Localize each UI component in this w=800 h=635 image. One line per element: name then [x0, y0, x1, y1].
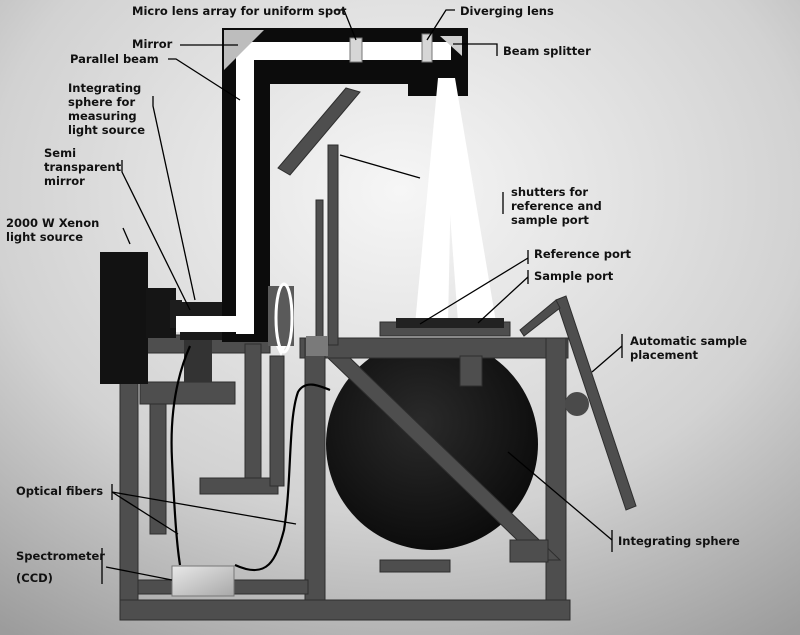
label-line: Spectrometer	[16, 549, 105, 563]
label-line: 2000 W Xenon	[6, 216, 99, 230]
label-line: reference and	[511, 199, 602, 213]
diverging-lens	[421, 33, 433, 63]
shutter-mechanism	[268, 282, 328, 356]
label-semi-transparent-mirror: Semi transparent mirror	[44, 146, 125, 188]
label-line: Integrating	[68, 81, 141, 95]
label-sample-port: Sample port	[534, 269, 614, 283]
xenon-lamp	[100, 252, 182, 384]
label-spectrometer: Spectrometer (CCD)	[16, 549, 109, 585]
label-micro-lens-array: Micro lens array for uniform spot	[132, 4, 347, 18]
label-line: placement	[630, 348, 699, 362]
label-shutters: shutters for reference and sample port	[511, 185, 606, 227]
label-line: shutters for	[511, 185, 588, 199]
labels: Micro lens array for uniform spot Diverg…	[6, 4, 751, 585]
micro-lens-array	[349, 37, 363, 63]
label-integrating-sphere: Integrating sphere	[618, 534, 740, 548]
light-beams	[176, 30, 496, 334]
label-line: mirror	[44, 174, 85, 188]
label-line: transparent	[44, 160, 122, 174]
label-line: Automatic sample	[630, 334, 747, 348]
label-line: light source	[6, 230, 83, 244]
label-automatic-sample-placement: Automatic sample placement	[630, 334, 751, 362]
sample-holder	[396, 318, 504, 328]
sample-placement-knob	[565, 392, 589, 416]
label-diverging-lens: Diverging lens	[460, 4, 554, 18]
label-line: (CCD)	[16, 571, 53, 585]
label-optical-fibers: Optical fibers	[16, 484, 103, 498]
label-integrating-sphere-measuring: Integrating sphere for measuring light s…	[68, 81, 145, 137]
label-xenon-light-source: 2000 W Xenon light source	[6, 216, 103, 244]
label-line: sample port	[511, 213, 589, 227]
label-line: light source	[68, 123, 145, 137]
optical-fiber-cables	[170, 345, 331, 572]
label-parallel-beam: Parallel beam	[70, 52, 159, 66]
leader-lines	[101, 9, 623, 584]
label-beam-splitter: Beam splitter	[503, 44, 591, 58]
label-reference-port: Reference port	[534, 247, 632, 261]
label-mirror: Mirror	[132, 37, 173, 51]
label-line: measuring	[68, 109, 137, 123]
spectrometer-box	[171, 565, 235, 597]
label-line: sphere for	[68, 95, 135, 109]
equipment	[100, 28, 637, 621]
label-line: Semi	[44, 146, 76, 160]
